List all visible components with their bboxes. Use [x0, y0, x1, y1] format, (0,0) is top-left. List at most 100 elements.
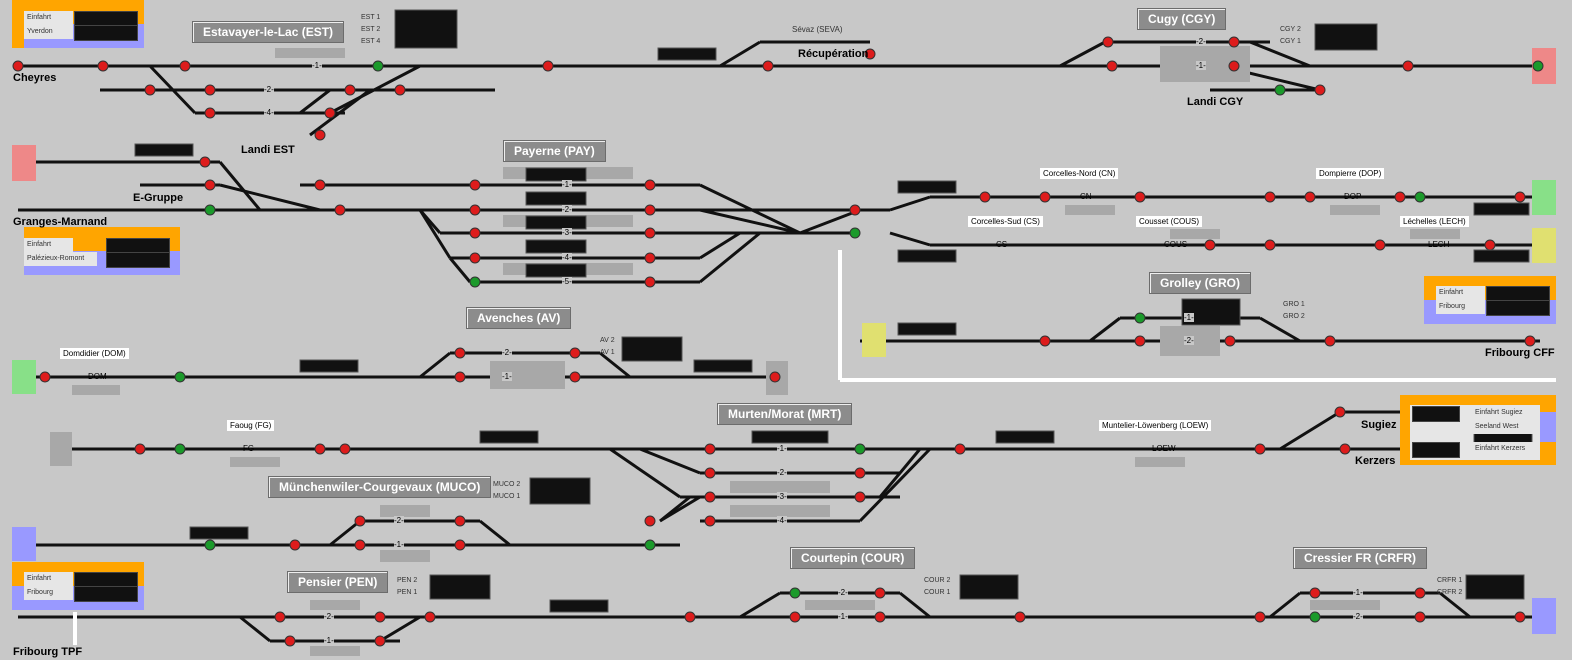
signal-icon[interactable]	[314, 179, 326, 191]
signal-icon[interactable]	[1394, 191, 1406, 203]
signal-icon[interactable]	[569, 347, 581, 359]
signal-icon[interactable]	[204, 179, 216, 191]
signal-icon[interactable]	[644, 539, 656, 551]
signal-icon[interactable]	[1134, 312, 1146, 324]
signal-icon[interactable]	[854, 491, 866, 503]
signal-icon[interactable]	[1324, 335, 1336, 347]
signal-icon[interactable]	[854, 443, 866, 455]
signal-icon[interactable]	[354, 539, 366, 551]
signal-icon[interactable]	[1309, 587, 1321, 599]
station-gro[interactable]: Grolley (GRO)	[1149, 272, 1252, 294]
signal-icon[interactable]	[1414, 611, 1426, 623]
signal-icon[interactable]	[569, 371, 581, 383]
signal-icon[interactable]	[1514, 191, 1526, 203]
signal-icon[interactable]	[762, 60, 774, 72]
signal-icon[interactable]	[644, 179, 656, 191]
signal-icon[interactable]	[204, 204, 216, 216]
signal-icon[interactable]	[1254, 611, 1266, 623]
signal-icon[interactable]	[1309, 611, 1321, 623]
signal-icon[interactable]	[274, 611, 286, 623]
signal-icon[interactable]	[204, 539, 216, 551]
signal-icon[interactable]	[204, 84, 216, 96]
station-pen[interactable]: Pensier (PEN)	[287, 571, 389, 593]
signal-icon[interactable]	[704, 515, 716, 527]
signal-icon[interactable]	[314, 129, 326, 141]
signal-icon[interactable]	[469, 204, 481, 216]
signal-icon[interactable]	[1254, 443, 1266, 455]
signal-icon[interactable]	[134, 443, 146, 455]
signal-icon[interactable]	[1524, 335, 1536, 347]
signal-icon[interactable]	[874, 611, 886, 623]
station-av[interactable]: Avenches (AV)	[466, 307, 572, 329]
signal-icon[interactable]	[179, 60, 191, 72]
signal-icon[interactable]	[1228, 60, 1240, 72]
signal-icon[interactable]	[204, 107, 216, 119]
station-pay[interactable]: Payerne (PAY)	[503, 140, 606, 162]
signal-icon[interactable]	[849, 227, 861, 239]
signal-icon[interactable]	[454, 539, 466, 551]
signal-icon[interactable]	[324, 107, 336, 119]
signal-icon[interactable]	[1414, 587, 1426, 599]
signal-icon[interactable]	[864, 48, 876, 60]
signal-icon[interactable]	[454, 371, 466, 383]
signal-icon[interactable]	[704, 467, 716, 479]
signal-icon[interactable]	[469, 276, 481, 288]
signal-icon[interactable]	[289, 539, 301, 551]
station-est[interactable]: Estavayer-le-Lac (EST)	[192, 21, 345, 43]
signal-icon[interactable]	[769, 371, 781, 383]
signal-icon[interactable]	[469, 252, 481, 264]
signal-icon[interactable]	[854, 467, 866, 479]
signal-icon[interactable]	[1314, 84, 1326, 96]
signal-icon[interactable]	[469, 179, 481, 191]
signal-icon[interactable]	[979, 191, 991, 203]
station-mrt[interactable]: Murten/Morat (MRT)	[717, 403, 853, 425]
signal-icon[interactable]	[1204, 239, 1216, 251]
signal-icon[interactable]	[1414, 191, 1426, 203]
signal-icon[interactable]	[454, 347, 466, 359]
signal-icon[interactable]	[334, 204, 346, 216]
signal-icon[interactable]	[789, 587, 801, 599]
station-cgy[interactable]: Cugy (CGY)	[1137, 8, 1227, 30]
signal-icon[interactable]	[1402, 60, 1414, 72]
signal-icon[interactable]	[1039, 191, 1051, 203]
signal-icon[interactable]	[1274, 84, 1286, 96]
signal-icon[interactable]	[1532, 60, 1544, 72]
signal-icon[interactable]	[284, 635, 296, 647]
signal-icon[interactable]	[644, 276, 656, 288]
signal-icon[interactable]	[1102, 36, 1114, 48]
signal-icon[interactable]	[1334, 406, 1346, 418]
signal-icon[interactable]	[394, 84, 406, 96]
signal-icon[interactable]	[1134, 335, 1146, 347]
signal-icon[interactable]	[39, 371, 51, 383]
signal-icon[interactable]	[789, 611, 801, 623]
signal-icon[interactable]	[644, 227, 656, 239]
signal-icon[interactable]	[1014, 611, 1026, 623]
signal-icon[interactable]	[644, 252, 656, 264]
signal-icon[interactable]	[97, 60, 109, 72]
signal-icon[interactable]	[1374, 239, 1386, 251]
signal-icon[interactable]	[372, 60, 384, 72]
station-muco[interactable]: Münchenwiler-Courgevaux (MUCO)	[268, 476, 492, 498]
signal-icon[interactable]	[1264, 239, 1276, 251]
signal-icon[interactable]	[954, 443, 966, 455]
signal-icon[interactable]	[849, 204, 861, 216]
signal-icon[interactable]	[174, 443, 186, 455]
signal-icon[interactable]	[644, 515, 656, 527]
signal-icon[interactable]	[1134, 191, 1146, 203]
signal-icon[interactable]	[542, 60, 554, 72]
signal-icon[interactable]	[344, 84, 356, 96]
signal-icon[interactable]	[1228, 36, 1240, 48]
signal-icon[interactable]	[339, 443, 351, 455]
signal-icon[interactable]	[454, 515, 466, 527]
signal-icon[interactable]	[1484, 239, 1496, 251]
signal-icon[interactable]	[314, 443, 326, 455]
signal-icon[interactable]	[704, 443, 716, 455]
signal-icon[interactable]	[424, 611, 436, 623]
signal-icon[interactable]	[874, 587, 886, 599]
signal-icon[interactable]	[354, 515, 366, 527]
signal-icon[interactable]	[199, 156, 211, 168]
signal-icon[interactable]	[12, 60, 24, 72]
signal-icon[interactable]	[644, 204, 656, 216]
signal-icon[interactable]	[469, 227, 481, 239]
signal-icon[interactable]	[1039, 335, 1051, 347]
